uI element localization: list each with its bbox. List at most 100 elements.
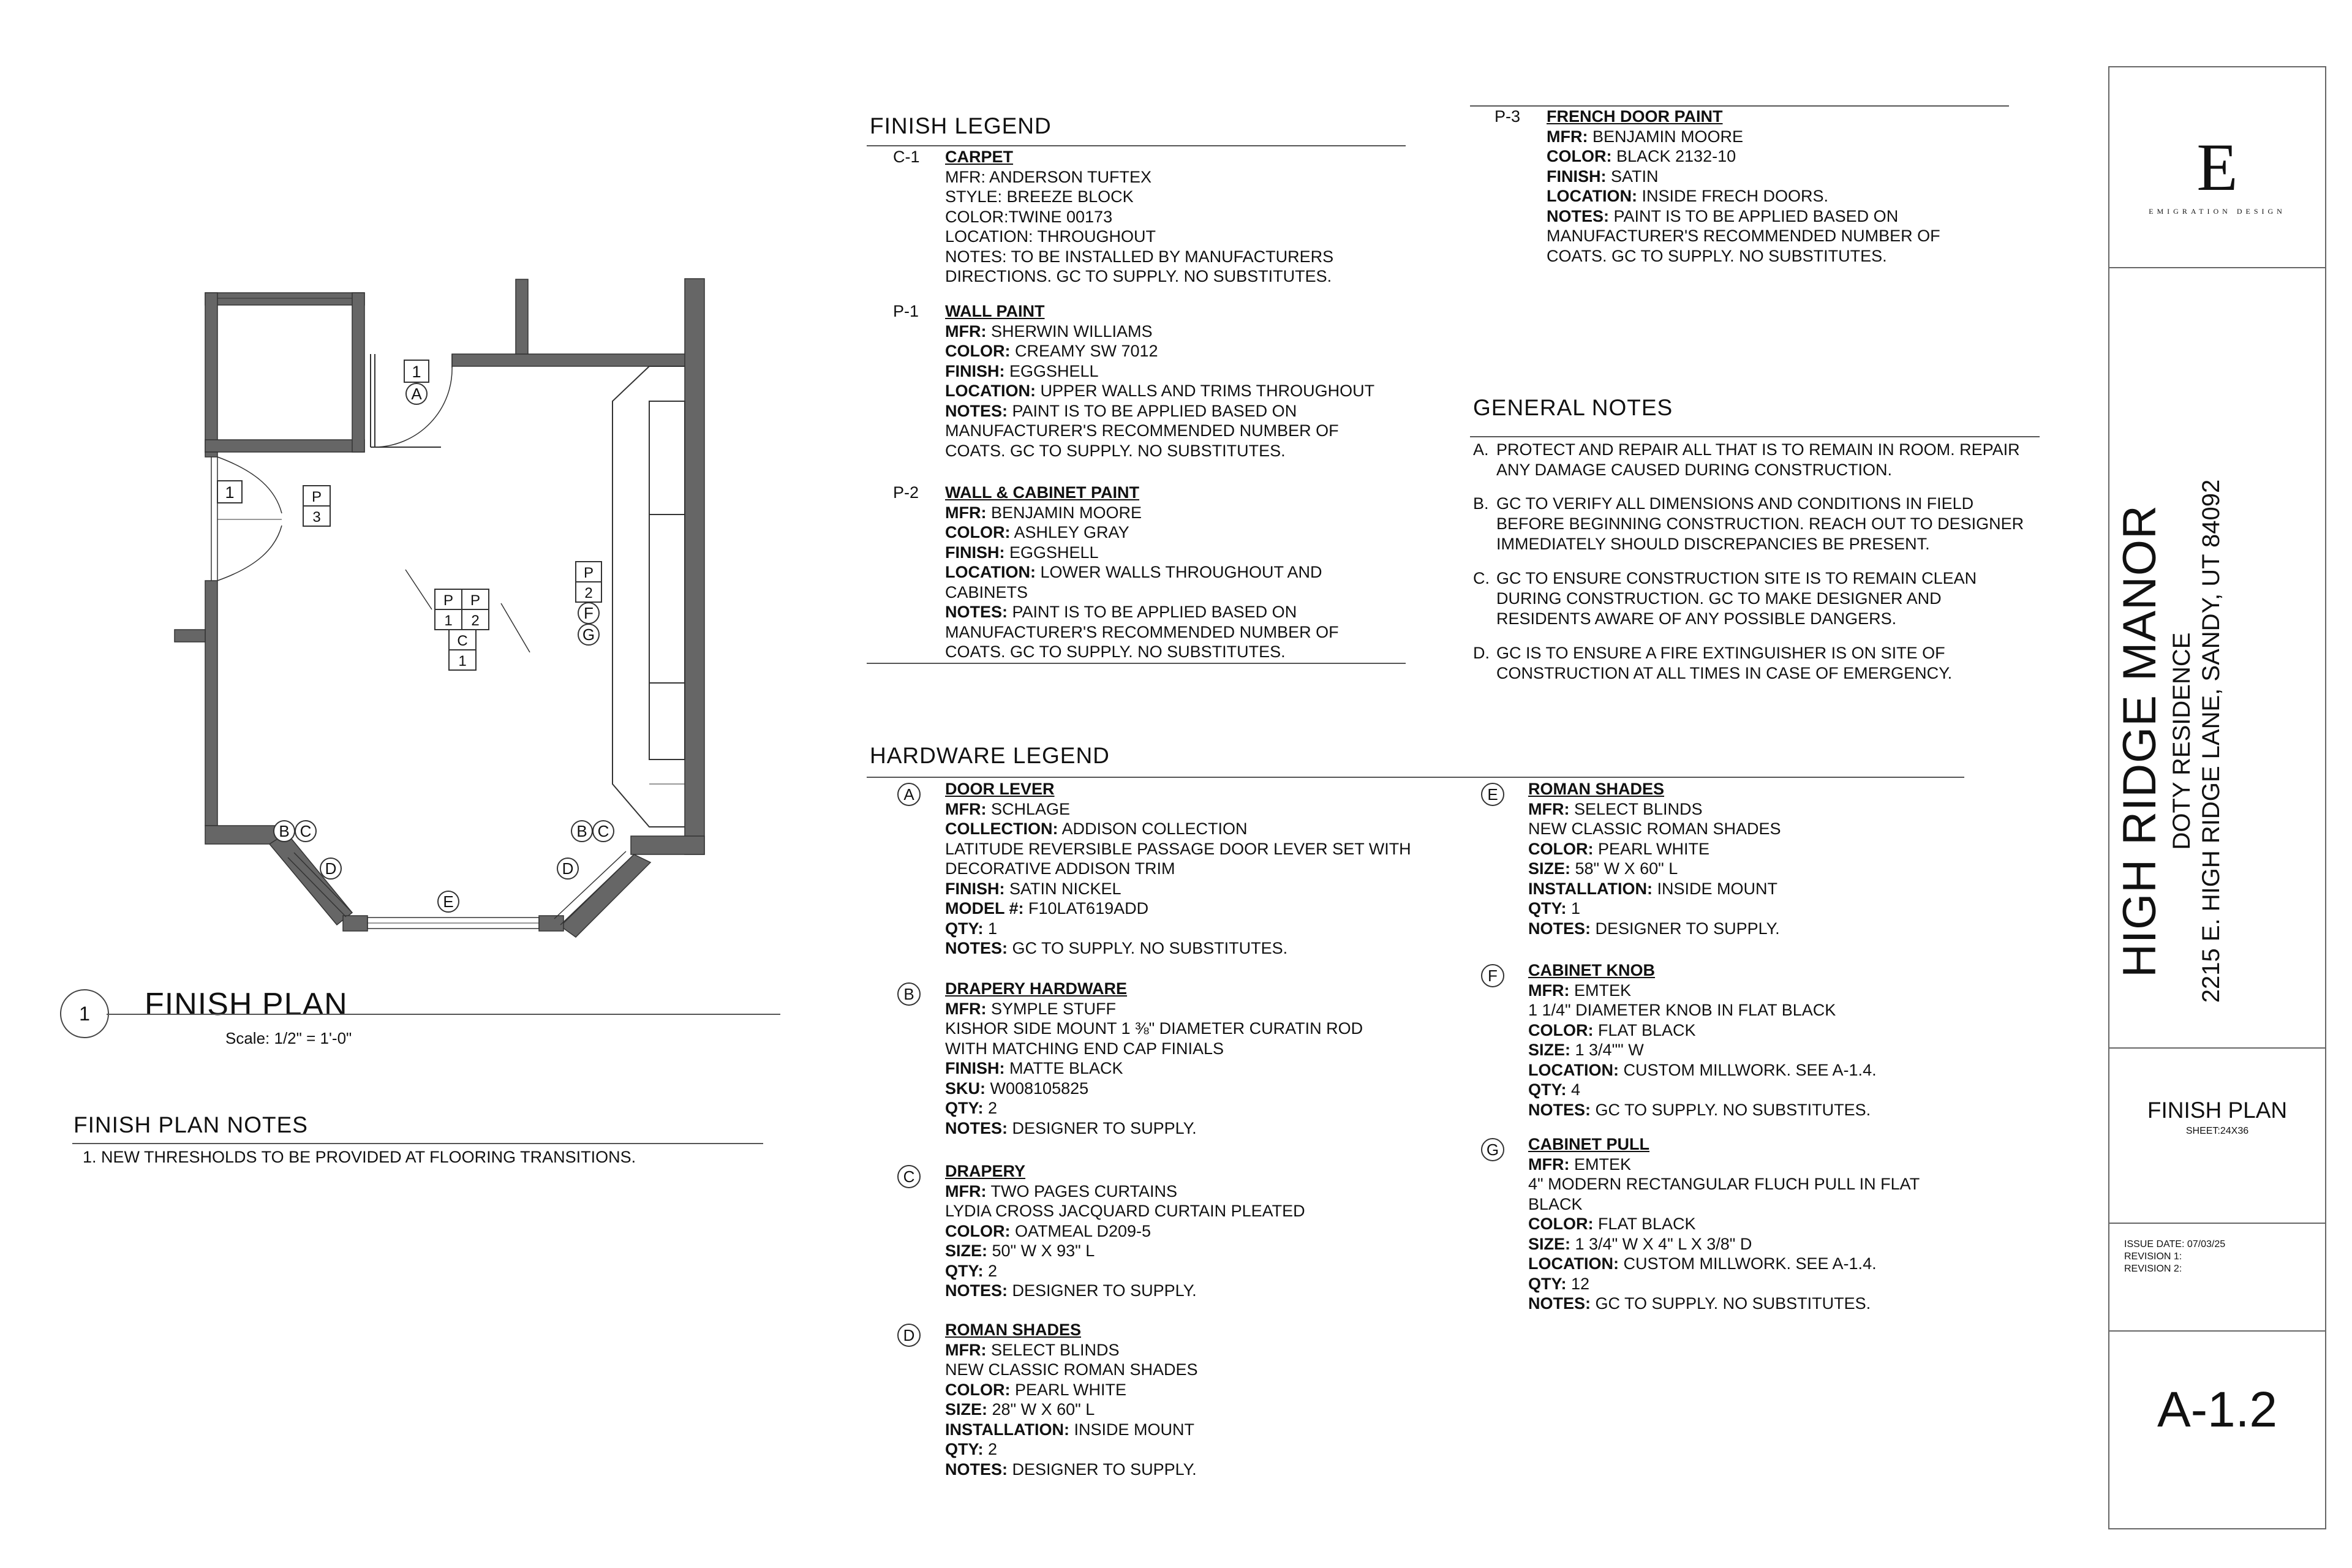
svg-text:2: 2 (584, 585, 592, 601)
issue-date: ISSUE DATE: 07/03/25 (2124, 1239, 2226, 1250)
legend-line: NOTES: GC TO SUPPLY. NO SUBSTITUTES. (1528, 1100, 1877, 1120)
legend-value: INSIDE MOUNT (1069, 1420, 1194, 1439)
legend-line: NOTES: DESIGNER TO SUPPLY. (1528, 919, 1781, 939)
legend-line: MFR: SELECT BLINDS (1528, 799, 1781, 820)
legend-key: COLLECTION: (945, 820, 1058, 838)
legend-line: COLOR:TWINE 00173 (945, 207, 1113, 226)
finish-code: C-1 (893, 148, 920, 166)
legend-line: COLOR: ASHLEY GRAY (945, 522, 1339, 543)
svg-text:E: E (443, 892, 453, 911)
general-note-line: GC TO VERIFY ALL DIMENSIONS AND CONDITIO… (1496, 494, 1974, 513)
svg-text:1: 1 (412, 363, 421, 381)
general-note-line: ANY DAMAGE CAUSED DURING CONSTRUCTION. (1496, 461, 1893, 479)
legend-line: SKU: W008105825 (945, 1079, 1363, 1099)
sheet-number: A-1.2 (2157, 1382, 2277, 1438)
finish-item-name: FRENCH DOOR PAINT (1547, 107, 1723, 126)
legend-key: SIZE: (1528, 859, 1571, 878)
finish-item-name: WALL PAINT (945, 302, 1045, 320)
legend-value: GC TO SUPPLY. NO SUBSTITUTES. (1008, 939, 1288, 957)
legend-value: GC TO SUPPLY. NO SUBSTITUTES. (1591, 1294, 1871, 1313)
general-note-line: RESIDENTS AWARE OF ANY POSSIBLE DANGERS. (1496, 609, 1897, 628)
legend-line: INSTALLATION: INSIDE MOUNT (1528, 879, 1781, 899)
legend-line: MFR: TWO PAGES CURTAINS (945, 1182, 1305, 1202)
legend-value: SCHLAGE (986, 799, 1071, 818)
revision-1: REVISION 1: (2124, 1251, 2182, 1262)
legend-key: COLOR: (1528, 839, 1594, 858)
legend-value: 28" W X 60" L (987, 1400, 1095, 1419)
sheet-title: FINISH PLAN (2147, 1098, 2288, 1123)
legend-key: QTY: (1528, 1274, 1567, 1293)
legend-key: MFR: (1528, 1155, 1570, 1174)
plan-notes-rule (72, 1143, 763, 1144)
plan-title: FINISH PLAN (145, 987, 348, 1022)
legend-line: MANUFACTURER'S RECOMMENDED NUMBER OF (1547, 227, 1940, 245)
legend-line: LOCATION: LOWER WALLS THROUGHOUT AND (945, 562, 1339, 582)
svg-text:1: 1 (458, 653, 466, 669)
svg-text:D: D (325, 859, 337, 878)
legend-value: MATTE BLACK (1005, 1059, 1123, 1077)
legend-value: LOWER WALLS THROUGHOUT AND (1035, 563, 1322, 581)
legend-value: GC TO SUPPLY. NO SUBSTITUTES. (1591, 1100, 1871, 1119)
legend-line: QTY: 1 (1528, 899, 1781, 919)
logo-text: EMIGRATION DESIGN (2149, 207, 2286, 216)
hardware-tag-e: E (1481, 783, 1504, 806)
legend-line: NOTES: TO BE INSTALLED BY MANUFACTURERS (945, 247, 1334, 266)
legend-line: COLOR: PEARL WHITE (945, 1380, 1198, 1400)
general-note-line: PROTECT AND REPAIR ALL THAT IS TO REMAIN… (1496, 440, 2020, 459)
legend-line: COLOR: CREAMY SW 7012 (945, 341, 1374, 361)
plan-walls (174, 278, 705, 938)
legend-line: FINISH: SATIN (1547, 167, 1940, 187)
legend-key: INSTALLATION: (945, 1420, 1069, 1439)
legend-key: LOCATION: (1528, 1060, 1619, 1079)
legend-value: PAINT IS TO BE APPLIED BASED ON (1008, 401, 1297, 420)
legend-key: NOTES: (945, 1118, 1008, 1137)
legend-key: NOTES: (945, 401, 1008, 420)
revision-2: REVISION 2: (2124, 1264, 2182, 1274)
general-note: GC TO ENSURE CONSTRUCTION SITE IS TO REM… (1496, 568, 1977, 629)
legend-value: DESIGNER TO SUPPLY. (1591, 919, 1780, 938)
legend-line: LYDIA CROSS JACQUARD CURTAIN PLEATED (945, 1202, 1305, 1220)
legend-value: OATMEAL D209-5 (1010, 1221, 1152, 1240)
general-note-line: GC TO ENSURE CONSTRUCTION SITE IS TO REM… (1496, 569, 1977, 587)
svg-text:P: P (312, 489, 322, 505)
hardware-item-name: CABINET PULL (1528, 1135, 1649, 1153)
project-address: 2215 E. HIGH RIDGE LANE, SANDY, UT 84092 (2198, 479, 2225, 1003)
legend-value: EMTEK (1569, 981, 1631, 1000)
hardware-item-name: DRAPERY HARDWARE (945, 979, 1128, 998)
plan-tags: 1 A 1 P 3 P P 1 2 C 1 P 2 F G B (217, 360, 614, 913)
hardware-item-name: DOOR LEVER (945, 780, 1055, 798)
finish-legend-p3-rule (1470, 105, 2009, 107)
legend-line: CABINETS (945, 582, 1028, 601)
legend-value: 1 3/4" W X 4" L X 3/8" D (1570, 1234, 1752, 1253)
legend-line: COLOR: OATMEAL D209-5 (945, 1221, 1305, 1242)
sheet-size: SHEET:24X36 (2185, 1126, 2249, 1136)
legend-value: 12 (1566, 1274, 1590, 1293)
legend-line: FINISH: EGGSHELL (945, 543, 1339, 563)
legend-value: PAINT IS TO BE APPLIED BASED ON (1609, 206, 1899, 225)
legend-value: SYMPLE STUFF (986, 999, 1117, 1018)
legend-value: TWO PAGES CURTAINS (986, 1182, 1178, 1200)
general-note-line: CONSTRUCTION AT ALL TIMES IN CASE OF EME… (1496, 664, 1953, 682)
hardware-item-name: DRAPERY (945, 1162, 1026, 1180)
legend-value: SELECT BLINDS (986, 1340, 1120, 1359)
legend-line: COATS. GC TO SUPPLY. NO SUBSTITUTES. (945, 441, 1286, 460)
legend-line: LOCATION: THROUGHOUT (945, 227, 1156, 246)
legend-value: FLAT BLACK (1593, 1215, 1696, 1233)
legend-key: NOTES: (1547, 206, 1610, 225)
legend-key: LOCATION: (1547, 187, 1637, 205)
svg-text:P: P (470, 592, 480, 609)
legend-value: 2 (983, 1440, 998, 1458)
legend-key: QTY: (945, 919, 984, 938)
svg-text:C: C (457, 633, 467, 649)
legend-key: SIZE: (1528, 1234, 1571, 1253)
legend-line: MFR: EMTEK (1528, 981, 1877, 1001)
legend-value: EMTEK (1569, 1155, 1631, 1174)
general-note-code: C. (1473, 569, 1490, 587)
legend-line: MFR: BENJAMIN MOORE (1547, 127, 1940, 147)
legend-key: FINISH: (1547, 167, 1607, 186)
general-note-code: B. (1473, 494, 1489, 513)
legend-line: COLOR: BLACK 2132-10 (1547, 146, 1940, 167)
